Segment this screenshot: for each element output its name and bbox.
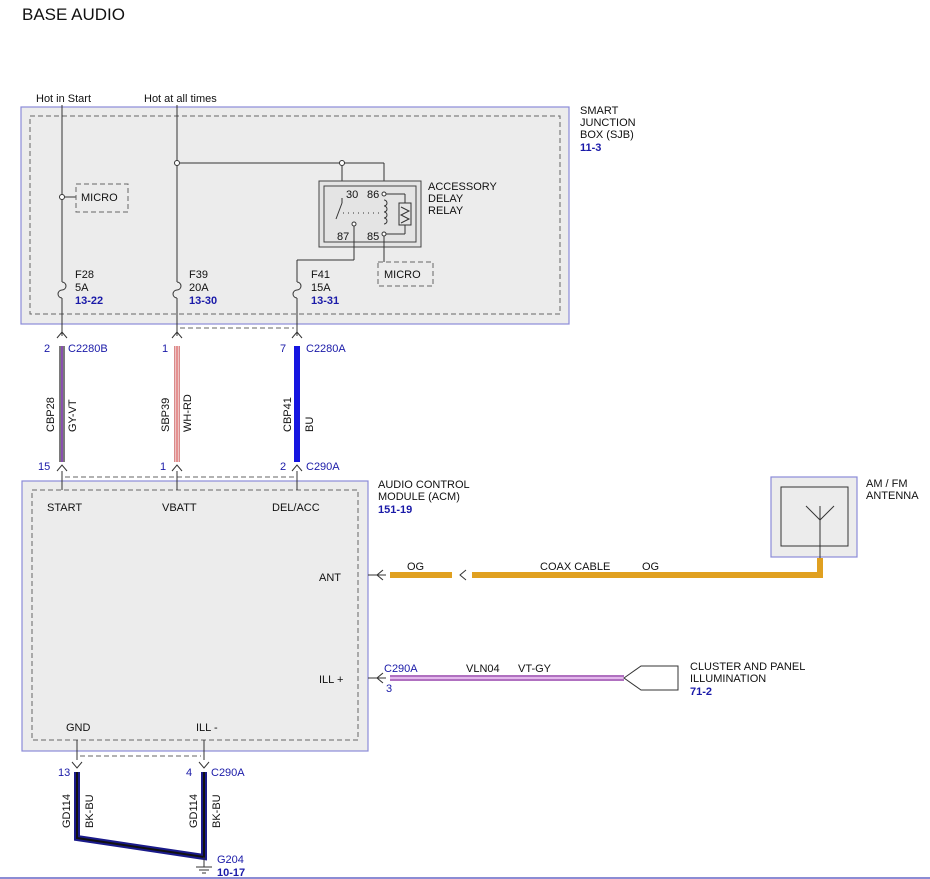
illumination-target-line-1: CLUSTER AND PANEL: [690, 661, 805, 673]
relay-label-line-3: RELAY: [428, 205, 464, 217]
connector-arrow-icon: [459, 569, 467, 581]
ground-id: G204: [217, 854, 244, 866]
fuse-icon-f28: [57, 281, 67, 299]
antenna-name-line-1: AM / FM: [866, 478, 908, 490]
wire-color-label: BK-BU: [211, 794, 223, 828]
wire-cbp41: 7 C2280A CBP41 BU 2 C290A: [280, 343, 346, 473]
fuse-f39-ref-link[interactable]: 13-30: [189, 295, 217, 307]
circuit-label: SBP39: [160, 398, 172, 432]
pin-label: 15: [38, 461, 50, 473]
connector-arrow-icon: [291, 331, 303, 339]
feed-hot-in-start: Hot in Start: [36, 93, 91, 105]
pin-ill-plus: ILL +: [319, 674, 343, 686]
pin-label: 3: [386, 683, 392, 695]
wire-cbp28: 2 C2280B CBP28 GY-VT 15: [38, 343, 108, 473]
relay-pin-85: 85: [367, 231, 379, 243]
connector-label: C290A: [211, 767, 245, 779]
connector-label: C290A: [306, 461, 340, 473]
pin-label: 2: [280, 461, 286, 473]
circuit-label: CBP41: [282, 397, 294, 432]
sjb-ref-link[interactable]: 11-3: [580, 142, 601, 154]
micro-label-relay: MICRO: [384, 269, 421, 281]
circuit-label: VLN04: [466, 663, 500, 675]
pin-label: 1: [162, 343, 168, 355]
accessory-delay-relay: 30 86 87 85 ACCESSORY DELAY RELAY: [318, 180, 498, 248]
fuse-f28-ref-link[interactable]: 13-22: [75, 295, 103, 307]
connector-arrow-icon: [71, 761, 83, 769]
illumination-target-line-2: ILLUMINATION: [690, 673, 766, 685]
circuit-label: CBP28: [45, 397, 57, 432]
wire-color-label: BU: [304, 417, 316, 432]
page-ref-arrow-icon: [623, 665, 679, 691]
sjb-name-line-2: JUNCTION: [580, 117, 636, 129]
relay-pin-30: 30: [346, 189, 358, 201]
pin-label: 4: [186, 767, 192, 779]
coax-label: COAX CABLE: [540, 561, 610, 573]
sjb-name-line-1: SMART: [580, 105, 619, 117]
pin-label: 2: [44, 343, 50, 355]
pin-del-acc: DEL/ACC: [272, 502, 320, 514]
micro-label-start: MICRO: [81, 192, 118, 204]
wire-color-label: VT-GY: [518, 663, 552, 675]
fuse-f28-name: F28: [75, 269, 94, 281]
pin-start: START: [47, 502, 82, 514]
connector-arrow-icon: [376, 672, 384, 684]
pin-label: 13: [58, 767, 70, 779]
pin-ill-minus: ILL -: [196, 722, 218, 734]
illumination-wire: C290A 3 VLN04 VT-GY CLUSTER AND PANEL IL…: [368, 661, 805, 698]
relay-pin-86: 86: [367, 189, 379, 201]
coax-color-left: OG: [407, 561, 424, 573]
wire-color-label: WH-RD: [182, 394, 194, 432]
am-fm-antenna: AM / FM ANTENNA: [770, 476, 919, 560]
audio-control-module: AUDIO CONTROL MODULE (ACM) 151-19 START …: [21, 471, 470, 752]
connector-arrow-icon: [376, 569, 384, 581]
wire-color-label: BK-BU: [84, 794, 96, 828]
connector-arrow-icon: [198, 761, 210, 769]
connector-arrow-icon: [56, 331, 68, 339]
acm-name-line-2: MODULE (ACM): [378, 491, 460, 503]
fuse-icon-f41: [292, 281, 302, 299]
connector-label: C2280A: [306, 343, 346, 355]
relay-label-line-1: ACCESSORY: [428, 181, 498, 193]
fuse-f28-rating: 5A: [75, 282, 89, 294]
ground-circuit: 13 4 C290A GD114 BK-BU GD114 BK-BU G204 …: [58, 740, 245, 879]
feed-hot-at-all-times: Hot at all times: [144, 93, 217, 105]
battery-circuit: F39 20A 13-30: [172, 105, 385, 336]
acm-ref-link[interactable]: 151-19: [378, 504, 412, 516]
fuse-f41-name: F41: [311, 269, 330, 281]
page-title: BASE AUDIO: [22, 5, 125, 24]
connector-arrow-icon: [291, 464, 303, 472]
relay-pin-87: 87: [337, 231, 349, 243]
connector-label: C290A: [384, 663, 418, 675]
coax-cable: OG COAX CABLE OG: [368, 558, 823, 581]
coax-color-right: OG: [642, 561, 659, 573]
acm-name-line-1: AUDIO CONTROL: [378, 479, 470, 491]
fuse-f39-name: F39: [189, 269, 208, 281]
circuit-label: GD114: [61, 794, 73, 828]
antenna-name-line-2: ANTENNA: [866, 490, 919, 502]
wire-sbp39: 1 SBP39 WH-RD 1: [160, 343, 194, 473]
pin-vbatt: VBATT: [162, 502, 197, 514]
connector-label: C2280B: [68, 343, 108, 355]
pin-ant: ANT: [319, 572, 341, 584]
pin-label: 7: [280, 343, 286, 355]
connector-arrow-icon: [171, 331, 183, 339]
wire-color-label: GY-VT: [67, 399, 79, 432]
smart-junction-box: SMART JUNCTION BOX (SJB) 11-3: [20, 105, 636, 325]
start-circuit: MICRO F28 5A 13-22: [57, 105, 129, 336]
circuit-label: GD114: [188, 794, 200, 828]
connector-arrow-icon: [56, 464, 68, 472]
ground-ref-link[interactable]: 10-17: [217, 867, 245, 879]
sjb-name-line-3: BOX (SJB): [580, 129, 634, 141]
pin-label: 1: [160, 461, 166, 473]
fuse-f39-rating: 20A: [189, 282, 209, 294]
connector-arrow-icon: [171, 464, 183, 472]
fuse-f41-rating: 15A: [311, 282, 331, 294]
fuse-icon-f39: [172, 281, 182, 299]
illumination-ref-link[interactable]: 71-2: [690, 686, 712, 698]
fuse-f41-ref-link[interactable]: 13-31: [311, 295, 339, 307]
relay-label-line-2: DELAY: [428, 193, 464, 205]
pin-gnd: GND: [66, 722, 91, 734]
